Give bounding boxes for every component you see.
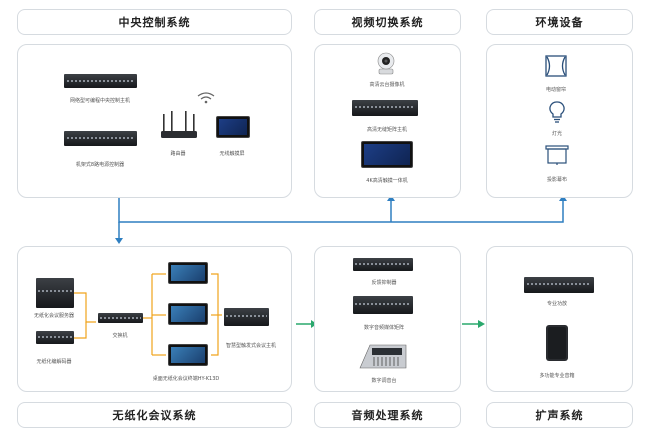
display-device — [361, 141, 413, 168]
terminal-device-2 — [168, 303, 208, 325]
speaker-label: 多功能专业音箱 — [539, 373, 575, 379]
conference-host-label: 智慧型触发式会议主机 — [225, 343, 277, 349]
conference-host-device — [224, 308, 269, 326]
camera-device — [377, 52, 395, 75]
switch-label: 交换机 — [112, 333, 128, 339]
speaker-device — [546, 325, 568, 361]
camera-label: 高清云台摄像机 — [369, 82, 405, 88]
mixer-device — [359, 344, 407, 369]
audio-matrix-device — [353, 296, 413, 314]
power-controller-device — [64, 131, 137, 146]
amplifier-label: 专业功放 — [546, 301, 568, 307]
pa-panel — [486, 246, 633, 392]
central-host-device — [64, 74, 137, 88]
feedback-device — [353, 258, 413, 271]
touchscreen-label: 无线触摸屏 — [219, 151, 245, 157]
touchscreen-device — [216, 116, 250, 138]
light-icon — [549, 101, 565, 123]
mixer-label: 数字调音台 — [371, 378, 397, 384]
arrow-to-paperless — [115, 238, 123, 244]
audio-title: 音频处理系统 — [314, 402, 461, 428]
environment-panel — [486, 44, 633, 198]
router-device — [161, 111, 197, 138]
curtain-label: 电动窗帘 — [545, 87, 567, 93]
display-label: 4K高清触摸一体机 — [366, 178, 408, 184]
video-matrix-label: 高清无缝矩阵主机 — [366, 127, 408, 133]
video-matrix-device — [352, 100, 418, 116]
curtain-icon — [545, 55, 567, 77]
switch-device — [98, 313, 143, 323]
blue-bus-line — [118, 198, 564, 223]
router-label: 路由器 — [170, 151, 186, 157]
feedback-label: 反馈抑制器 — [371, 280, 397, 286]
wifi-icon — [197, 92, 215, 104]
central-title: 中央控制系统 — [17, 9, 292, 35]
arrow-to-video — [387, 195, 395, 201]
projector-screen-icon — [545, 145, 569, 165]
terminal-device-3 — [168, 344, 208, 366]
arrow-to-pa — [478, 320, 485, 328]
decoder-device — [36, 331, 74, 344]
audio-matrix-label: 数字音频媒体矩阵 — [363, 325, 405, 331]
desktop-terminal-label: 桌面无纸化会议终端HY-K13D — [152, 376, 220, 382]
pa-title: 扩声系统 — [486, 402, 633, 428]
paperless-title: 无纸化会议系统 — [17, 402, 292, 428]
video-title: 视频切换系统 — [314, 9, 461, 35]
terminal-device-1 — [168, 262, 208, 284]
amplifier-device — [524, 277, 594, 293]
central-host-label: 网络型可编程中央控制主机 — [69, 98, 131, 104]
paperless-server-device — [36, 278, 74, 308]
arrow-to-environment — [559, 195, 567, 201]
projector-screen-label: 投影幕布 — [546, 177, 568, 183]
decoder-label: 无纸化编解码器 — [36, 359, 72, 365]
environment-title: 环境设备 — [486, 9, 633, 35]
light-label: 灯光 — [551, 131, 563, 137]
power-controller-label: 机架式8路电源控制器 — [75, 162, 125, 168]
paperless-server-label: 无纸化会议服务器 — [33, 313, 75, 319]
